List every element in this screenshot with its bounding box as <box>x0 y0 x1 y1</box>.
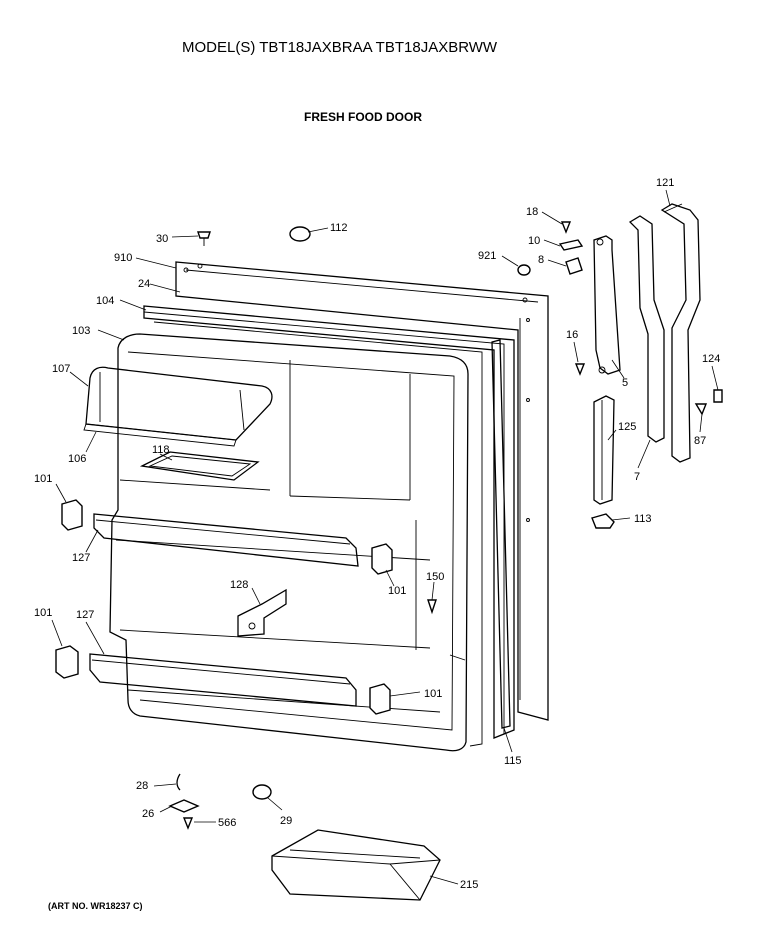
label-87: 87 <box>694 435 706 447</box>
label-104: 104 <box>96 295 114 307</box>
lower-door-rail <box>89 653 357 707</box>
label-566: 566 <box>218 817 236 829</box>
label-24: 24 <box>138 278 150 290</box>
label-910: 910 <box>114 252 132 264</box>
label-127-lower: 127 <box>76 609 94 621</box>
door-handle-rail-121 <box>660 203 701 463</box>
hinge-bracket <box>593 235 621 375</box>
door-shell <box>175 261 549 721</box>
label-124: 124 <box>702 353 720 365</box>
label-125: 125 <box>618 421 636 433</box>
label-101-lower-left: 101 <box>34 607 52 619</box>
label-7: 7 <box>634 471 640 483</box>
label-113: 113 <box>634 513 652 525</box>
handle-trim <box>593 395 615 505</box>
door-gasket <box>143 305 515 747</box>
label-26: 26 <box>142 808 154 820</box>
handle-screw <box>694 403 708 416</box>
label-101-upper-right: 101 <box>388 585 406 597</box>
door-gasket-strip <box>491 339 511 729</box>
hinge-screw <box>560 221 572 234</box>
part-labels: 30 112 910 24 104 103 107 106 118 101 12… <box>34 177 720 891</box>
section-title: FRESH FOOD DOOR <box>304 110 422 124</box>
label-115: 115 <box>504 755 522 767</box>
art-number: (ART NO. WR18237 C) <box>48 901 143 911</box>
upper-door-rail <box>93 513 359 567</box>
label-150: 150 <box>426 571 444 583</box>
label-29: 29 <box>280 815 292 827</box>
label-118: 118 <box>152 444 170 456</box>
dairy-door <box>83 366 273 447</box>
hinge-cap <box>289 226 311 242</box>
label-128: 128 <box>230 579 248 591</box>
trim-end-cap <box>591 513 615 529</box>
label-18: 18 <box>526 206 538 218</box>
plate-screw <box>182 817 194 830</box>
label-121: 121 <box>656 177 674 189</box>
hinge-shim <box>558 239 584 251</box>
door-liner <box>109 333 469 752</box>
label-215: 215 <box>460 879 478 891</box>
door-handle-rail-7 <box>628 215 665 443</box>
shelf-clip-left-upper <box>61 499 83 531</box>
shelf-clip-right-upper <box>371 543 393 575</box>
door-bin <box>271 829 441 901</box>
hinge-bushing <box>565 257 583 275</box>
label-106: 106 <box>68 453 86 465</box>
feature-tag <box>237 588 287 637</box>
leader-lines <box>51 189 719 885</box>
top-screw <box>197 231 211 246</box>
door-screw <box>427 599 437 615</box>
label-112: 112 <box>330 222 348 234</box>
label-107: 107 <box>52 363 70 375</box>
label-101-upper-left: 101 <box>34 473 52 485</box>
handle-end-cap <box>713 389 723 403</box>
round-knob <box>252 784 272 800</box>
label-8: 8 <box>538 254 544 266</box>
small-shelf <box>139 451 260 481</box>
model-title: MODEL(S) TBT18JAXBRAA TBT18JAXBRWW <box>182 39 498 56</box>
label-103: 103 <box>72 325 90 337</box>
hinge-plug <box>517 264 531 276</box>
label-101-lower-right: 101 <box>424 688 442 700</box>
shelf-clip-right-lower <box>369 683 391 715</box>
mounting-plate <box>168 799 200 813</box>
label-921: 921 <box>478 250 496 262</box>
bracket-screw <box>574 363 586 376</box>
label-127-upper: 127 <box>72 552 90 564</box>
label-16: 16 <box>566 329 578 341</box>
spring-clip <box>176 773 181 791</box>
label-28: 28 <box>136 780 148 792</box>
label-10: 10 <box>528 235 540 247</box>
shelf-clip-left-lower <box>55 645 79 679</box>
label-5: 5 <box>622 377 628 389</box>
label-30: 30 <box>156 233 168 245</box>
